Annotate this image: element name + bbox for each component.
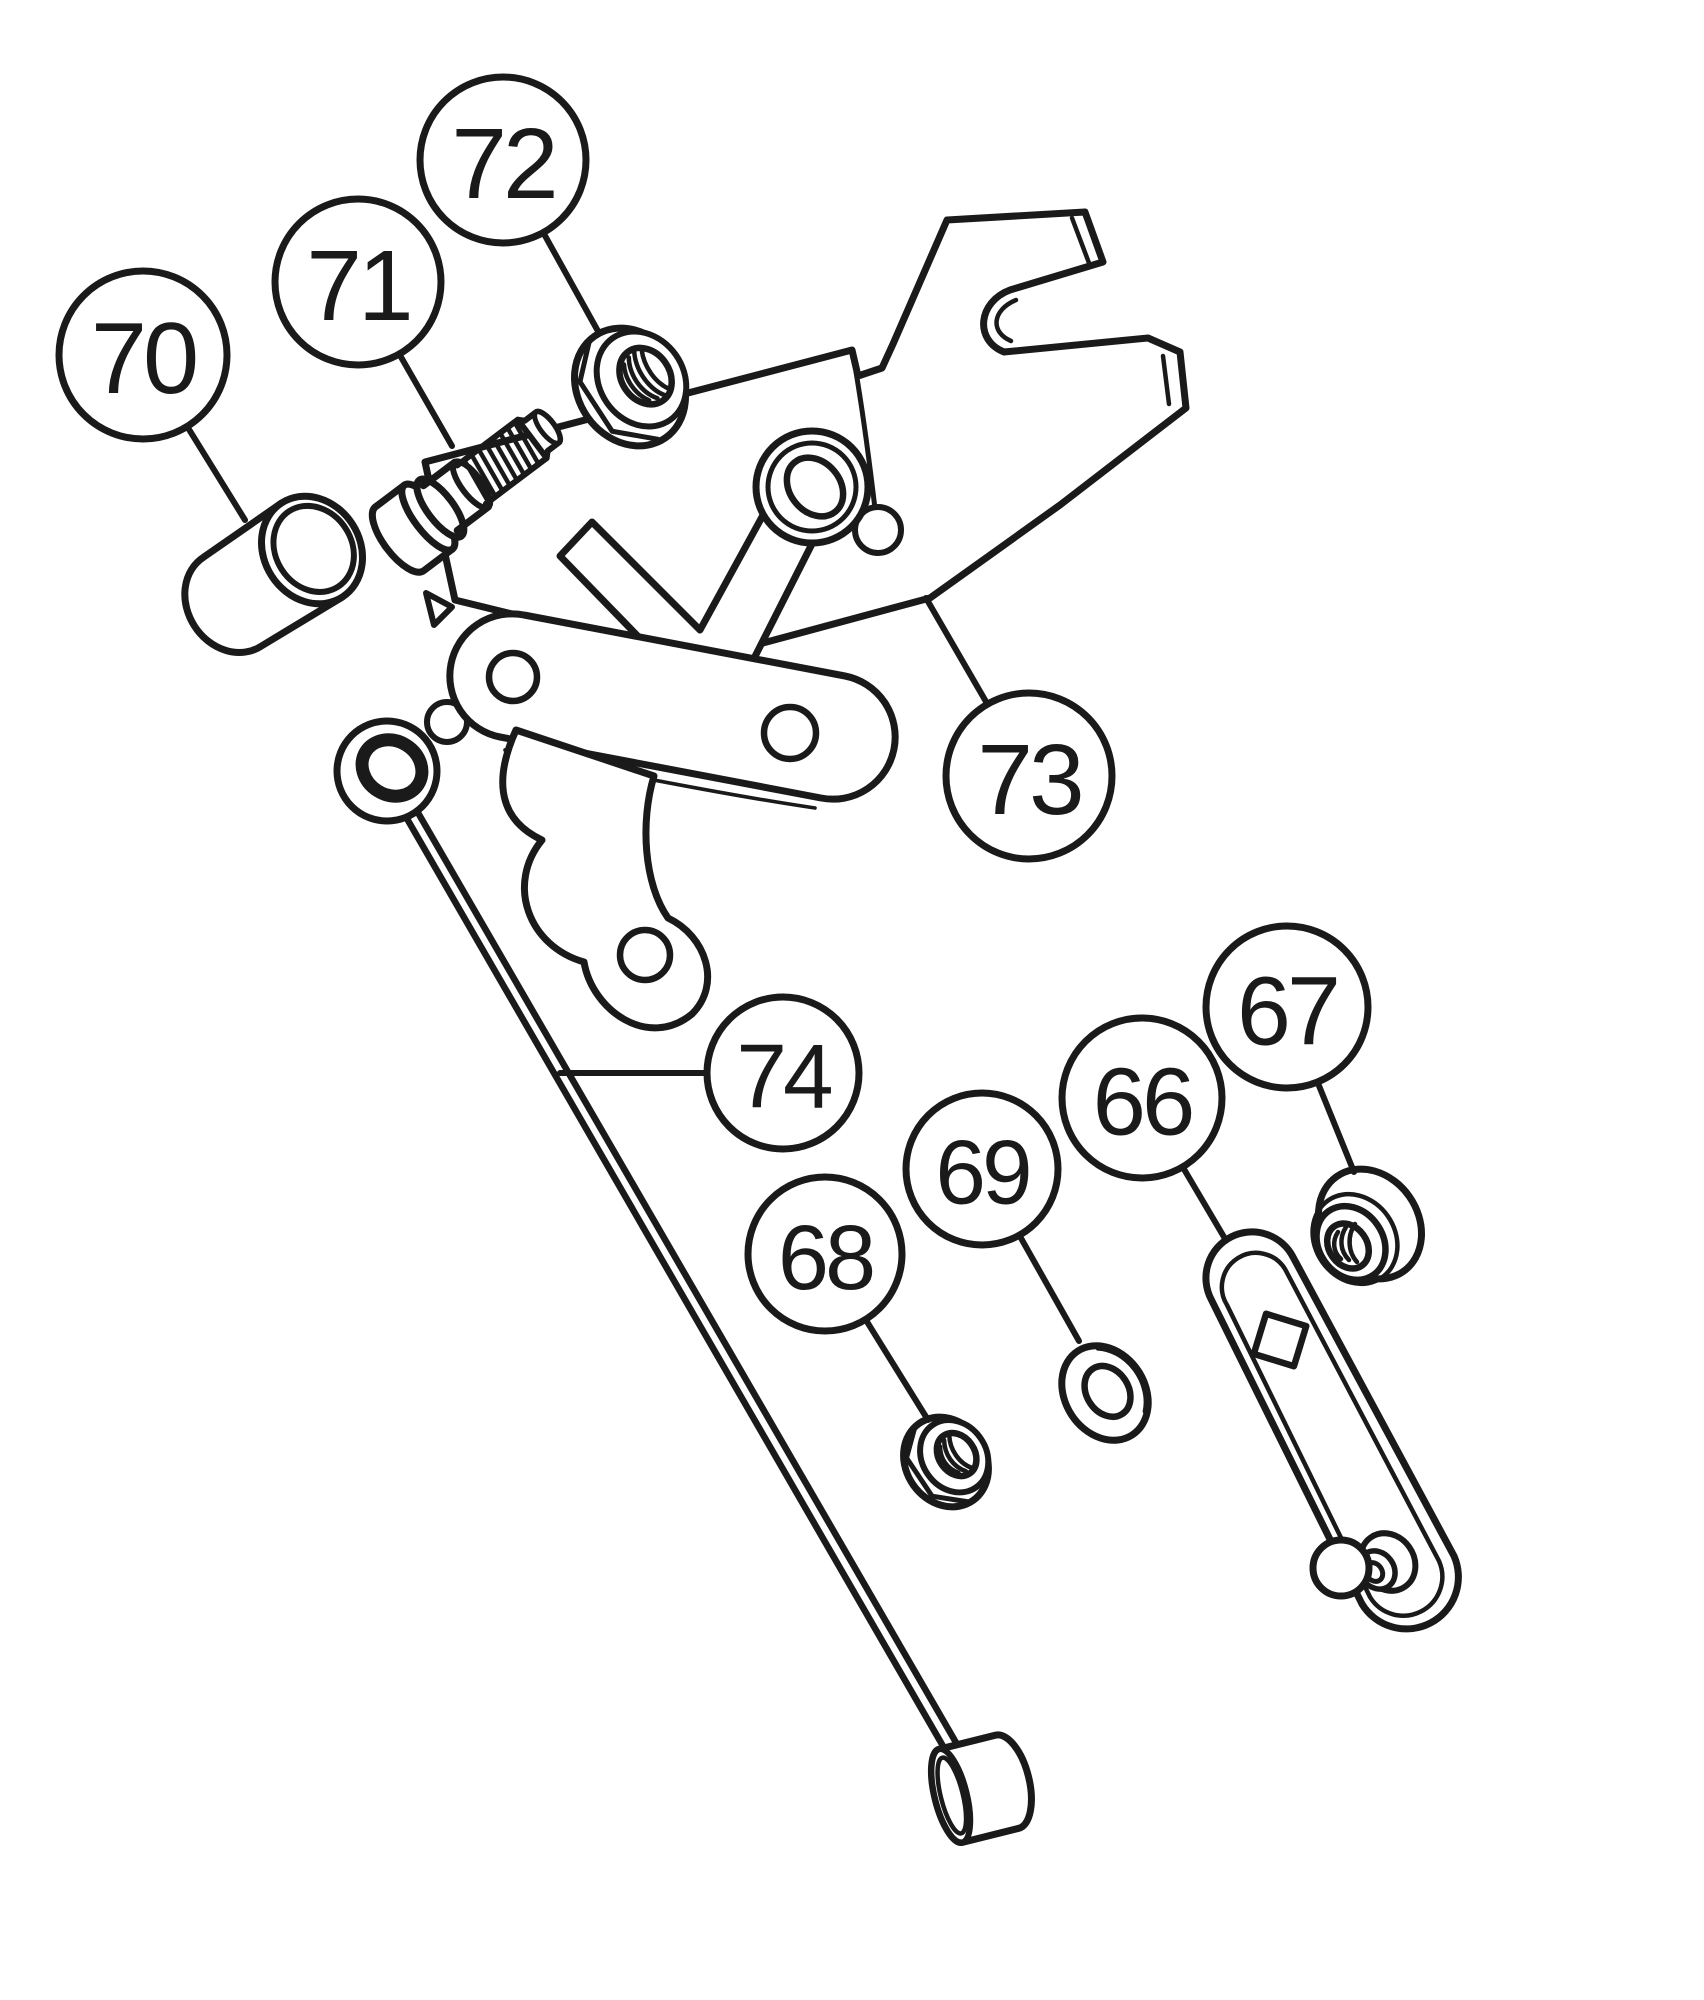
bolt-tip-face xyxy=(532,409,563,446)
bolt-head xyxy=(368,481,456,576)
callout-circle-71 xyxy=(271,195,445,369)
washer-hole xyxy=(1081,1362,1134,1420)
rod-foot-rim xyxy=(935,1755,969,1836)
callout-circle-74 xyxy=(703,993,863,1153)
callout-leader-67 xyxy=(1314,1079,1357,1175)
boss-rim xyxy=(765,440,859,534)
fork-tip-detail-upper xyxy=(1069,215,1092,266)
callout-number-74: 74 xyxy=(736,1027,831,1128)
part-bracket-assembly xyxy=(421,208,1190,1032)
nut-small-facets xyxy=(904,1425,971,1505)
pivot-hole-right xyxy=(760,703,820,763)
callout-number-69: 69 xyxy=(935,1123,1029,1224)
part-flanged-nut xyxy=(1310,1165,1426,1287)
bushing-bore xyxy=(270,502,357,595)
part-washer xyxy=(1058,1342,1152,1444)
flanged-nut-threads xyxy=(1331,1221,1360,1265)
fork-tip-detail-lower xyxy=(1160,353,1172,407)
pivot-hole-left xyxy=(485,649,541,705)
nut-threads xyxy=(621,347,672,403)
bracket-lower-lobe xyxy=(499,726,712,1032)
callout-leader-66 xyxy=(1179,1163,1227,1240)
lobe-hole xyxy=(616,926,674,984)
link-ball-stud xyxy=(1309,1536,1373,1600)
bolt-shoulder xyxy=(419,458,492,534)
callout-leader-71 xyxy=(396,351,455,449)
washer-shading xyxy=(1095,1347,1148,1414)
callout-circle-66 xyxy=(1058,1014,1226,1182)
plate-nub xyxy=(423,590,455,628)
callout-number-71: 71 xyxy=(306,230,409,342)
part-hex-nut xyxy=(571,324,690,450)
callout-circle-73 xyxy=(942,689,1116,863)
callout-circle-67 xyxy=(1202,922,1372,1092)
boss-ear-tab xyxy=(852,504,904,556)
bolt-threads xyxy=(461,419,541,505)
bolt-shoulder-face xyxy=(449,458,494,511)
rod-shaft xyxy=(402,807,962,1757)
callout-number-70: 70 xyxy=(91,303,196,415)
callout-layer: 70 71 72 73 74 68 69 66 67 xyxy=(55,73,1372,1423)
rod-eye-hole xyxy=(355,733,429,803)
callout-leader-68 xyxy=(862,1316,931,1423)
callout-leader-73 xyxy=(923,595,991,708)
bolt-collar xyxy=(413,475,468,541)
callout-number-73: 73 xyxy=(977,724,1081,836)
nut-facets xyxy=(577,339,661,442)
callout-leader-70 xyxy=(184,423,248,523)
callout-number-67: 67 xyxy=(1237,957,1337,1066)
fork-u-inner-edge xyxy=(994,297,1019,344)
callout-circle-69 xyxy=(902,1089,1062,1249)
callout-number-68: 68 xyxy=(778,1207,873,1309)
part-shoulder-bolt xyxy=(368,408,564,576)
link-inner-contour xyxy=(1219,1250,1445,1618)
link-square-hole xyxy=(1250,1310,1310,1370)
part-link-rod xyxy=(333,717,1035,1846)
part-bushing xyxy=(181,492,367,656)
callout-circle-70 xyxy=(55,267,231,443)
callout-number-72: 72 xyxy=(451,108,554,220)
nut-small-threads xyxy=(937,1433,975,1476)
callout-number-66: 66 xyxy=(1093,1049,1192,1156)
part-lever-link xyxy=(1202,1228,1462,1633)
boss-hole xyxy=(783,454,847,520)
callout-circle-68 xyxy=(744,1173,906,1335)
rod-foot-face xyxy=(928,1746,974,1846)
callout-leader-69 xyxy=(1016,1232,1082,1344)
callout-leader-72 xyxy=(540,229,602,336)
rod-foot xyxy=(927,1731,1035,1846)
callout-circle-72 xyxy=(416,73,590,247)
part-hex-nut-small xyxy=(900,1413,992,1511)
